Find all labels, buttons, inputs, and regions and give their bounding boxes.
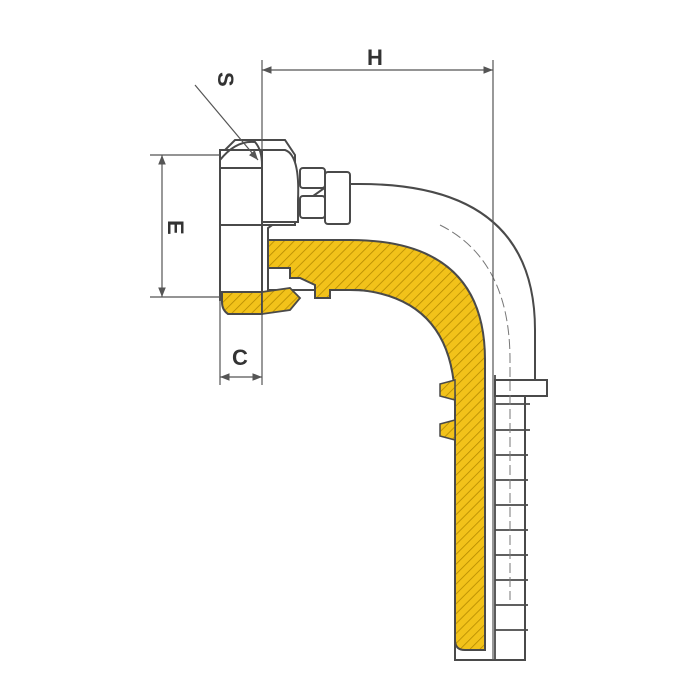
center-line [439, 224, 511, 600]
dimension-label-H: H [367, 45, 383, 70]
barb-teeth-section [439, 379, 456, 441]
dimension-label-C: C [232, 345, 248, 370]
dimension-S [194, 84, 259, 161]
swivel-collar [299, 167, 351, 225]
collar-ring [494, 379, 548, 397]
dimension-label-S: S [213, 72, 238, 87]
dimension-C [219, 300, 263, 385]
dimension-label-E: E [163, 220, 188, 235]
nut-section-hatch [221, 291, 263, 315]
hose-tail-rings [494, 375, 545, 660]
elbow-section-hatch [267, 239, 486, 651]
hex-nut [219, 139, 300, 301]
nut-inner-hatch [261, 287, 302, 316]
dimension-E [150, 154, 220, 298]
dimension-H [261, 60, 494, 660]
